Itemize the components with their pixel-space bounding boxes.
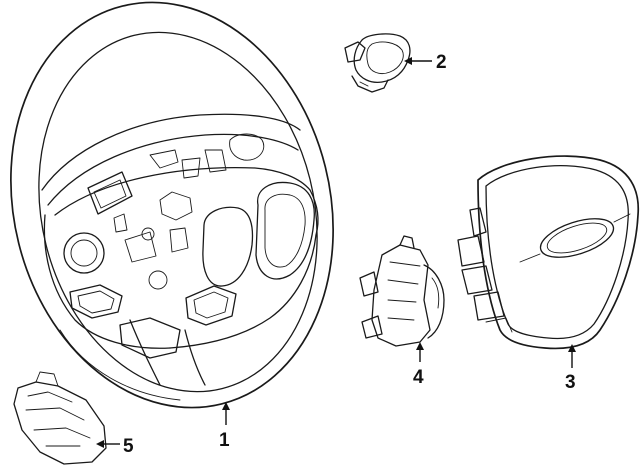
horn-switch-part [344,33,432,93]
airbag-module [457,155,640,368]
callout-5-label: 5 [123,436,134,457]
switch-cover-part [13,371,120,465]
callout-1-label: 1 [219,430,230,451]
callout-3-label: 3 [565,372,576,393]
callout-2-label: 2 [436,52,447,73]
steering-wheel [10,1,334,425]
callout-4-label: 4 [413,367,424,388]
clockspring-part [359,235,445,362]
